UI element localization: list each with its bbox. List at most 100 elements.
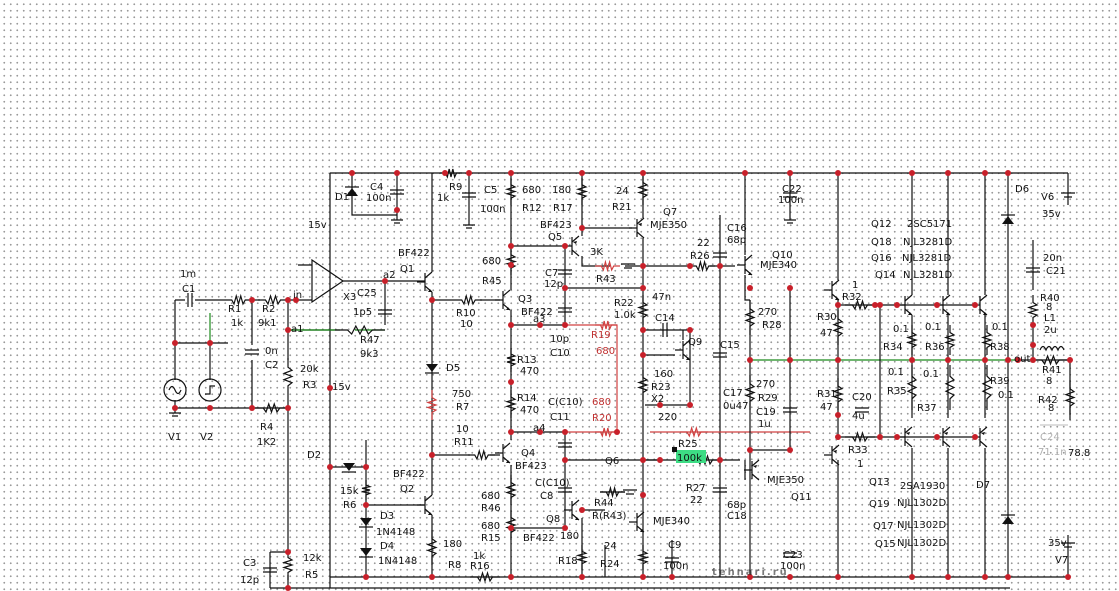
q14-ref-label[interactable]: Q14	[875, 270, 896, 281]
r24-ref-label[interactable]: R24	[600, 559, 620, 570]
r4-value-label[interactable]: 1K2	[257, 437, 276, 448]
r8-ref-label[interactable]: R8	[448, 560, 461, 571]
c25-value-label[interactable]: 1p5	[353, 307, 372, 318]
q15-value-label[interactable]: NJL1302D	[897, 538, 946, 549]
c10-value-label[interactable]: 10p	[550, 334, 569, 345]
r41-ref-label[interactable]: R41	[1042, 365, 1062, 376]
c25-ref-label[interactable]: C25	[357, 288, 377, 299]
q3-ref-label[interactable]: Q3	[518, 294, 532, 305]
q9-ref-label[interactable]: Q9	[688, 337, 702, 348]
r40-value-label[interactable]: 8	[1046, 302, 1052, 313]
c20-ref-label[interactable]: C20	[852, 392, 872, 403]
c24-value-label[interactable]: 71.1n	[1038, 447, 1067, 458]
r45-value-label[interactable]: 680	[482, 256, 501, 267]
r45-ref-label[interactable]: R45	[482, 276, 502, 287]
r19-value-label[interactable]: 680	[596, 346, 615, 357]
c18-value-label[interactable]: 68p	[727, 500, 746, 511]
r18-value-label[interactable]: 180	[560, 531, 579, 542]
r3-ref-label[interactable]: R3	[303, 380, 316, 391]
q19-ref-label[interactable]: Q19	[869, 499, 890, 510]
c2-ref-label[interactable]: C2	[265, 360, 278, 371]
q13-value-label[interactable]: 2SA1930	[900, 481, 945, 492]
r24-value-label[interactable]: 24	[604, 541, 617, 552]
q17-ref-label[interactable]: Q17	[873, 521, 894, 532]
q16-value-label[interactable]: NJL3281D	[902, 253, 951, 264]
r42-ref-label[interactable]: R42	[1038, 395, 1058, 406]
x2-value-label[interactable]: 220	[658, 412, 677, 423]
c14-ref-label[interactable]: C14	[655, 313, 675, 324]
c3-ref-label[interactable]: C3	[243, 558, 256, 569]
r47-value-label[interactable]: 9k3	[360, 349, 379, 360]
c17-value-label[interactable]: 0u47	[723, 401, 748, 412]
c15-ref-label[interactable]: C15	[720, 340, 740, 351]
r9-ref-label[interactable]: R9	[449, 182, 462, 193]
c5-ref-label[interactable]: C5	[484, 185, 497, 196]
c4-value-label[interactable]: 100n	[366, 193, 391, 204]
r25-ref-label[interactable]: R25	[678, 439, 698, 450]
v6-value-label[interactable]: 35v	[1042, 209, 1061, 220]
c19-ref-label[interactable]: C19	[756, 407, 776, 418]
c22-ref-label[interactable]: C22	[782, 184, 802, 195]
r39-ref-label[interactable]: R39	[990, 376, 1010, 387]
r43-ref-label[interactable]: R43	[596, 274, 616, 285]
x2-ref-label[interactable]: X2	[651, 394, 664, 405]
r37-ref-label[interactable]: R37	[917, 403, 937, 414]
r27-ref-label[interactable]: R27	[686, 483, 706, 494]
r21-value-label[interactable]: 24	[616, 186, 629, 197]
q7-ref-label[interactable]: Q7	[663, 207, 677, 218]
v6-ref-label[interactable]: V6	[1041, 192, 1054, 203]
r6-value-label[interactable]: 15k	[340, 486, 359, 497]
r23-value-label[interactable]: 160	[654, 369, 673, 380]
r29-value-label[interactable]: 270	[756, 379, 775, 390]
c10-ref-label[interactable]: C10	[550, 348, 570, 359]
c24-ref-label[interactable]: C24	[1040, 432, 1060, 443]
v2-ref-label[interactable]: V2	[200, 432, 213, 443]
d3-value-label[interactable]: 1N4148	[376, 527, 415, 538]
r25-value-label[interactable]: 100k	[677, 453, 702, 464]
r12-ref-label[interactable]: R12	[522, 203, 542, 214]
c21-value-label[interactable]: 20n	[1043, 253, 1062, 264]
r10-value-label[interactable]: 10	[460, 319, 473, 330]
c1-value-label[interactable]: 1m	[180, 269, 196, 280]
r46-ref-label[interactable]: R46	[481, 503, 501, 514]
r4-ref-label[interactable]: R4	[260, 422, 273, 433]
q17-value-label[interactable]: NJL1302D	[897, 520, 946, 531]
c20-value-label[interactable]: 4u	[852, 411, 865, 422]
d5-ref-label[interactable]: D5	[446, 363, 460, 374]
c1-ref-label[interactable]: C1	[182, 284, 195, 295]
r21-ref-label[interactable]: R21	[612, 202, 632, 213]
r41-value-label[interactable]: 8	[1046, 376, 1052, 387]
r46-value-label[interactable]: 680	[481, 491, 500, 502]
r26-ref-label[interactable]: R26	[690, 251, 710, 262]
r11-ref-label[interactable]: R11	[454, 437, 474, 448]
q8-value-label[interactable]: BF422	[523, 533, 555, 544]
c8-value-label[interactable]: C(C10)	[535, 478, 570, 489]
c5-value-label[interactable]: 100n	[480, 204, 505, 215]
v1-ref-label[interactable]: V1	[168, 432, 181, 443]
c9-value-label[interactable]: 100n	[663, 561, 688, 572]
q6-ref-label[interactable]: Q6	[605, 456, 619, 467]
d1-ref-label[interactable]: D1	[335, 192, 349, 203]
r26-value-label[interactable]: 22	[697, 238, 710, 249]
r19-ref-label[interactable]: R19	[591, 330, 611, 341]
r33-ref-label[interactable]: R33	[848, 445, 868, 456]
q10-value-label[interactable]: MJE340	[760, 260, 797, 271]
r20-ref-label[interactable]: R20	[592, 413, 612, 424]
r39-value-label[interactable]: 0.1	[998, 390, 1014, 401]
r2-ref-label[interactable]: R2	[262, 304, 275, 315]
r35-ref-label[interactable]: R35	[887, 386, 907, 397]
wire[interactable]	[250, 299, 312, 408]
q8-ref-label[interactable]: Q8	[546, 514, 560, 525]
r18-ref-label[interactable]: R18	[558, 556, 578, 567]
c4-ref-label[interactable]: C4	[370, 182, 383, 193]
c9-ref-label[interactable]: C9	[668, 540, 681, 551]
c21-ref-label[interactable]: C21	[1046, 266, 1066, 277]
r32-value-label[interactable]: 1	[852, 280, 858, 291]
c23-ref-label[interactable]: C23	[783, 550, 803, 561]
r28-value-label[interactable]: 270	[758, 307, 777, 318]
c17-ref-label[interactable]: C17	[723, 388, 743, 399]
q12-ref-label[interactable]: Q12	[871, 219, 892, 230]
r34-value-label[interactable]: 0.1	[893, 324, 909, 335]
r40-ref-label[interactable]: R40	[1040, 293, 1060, 304]
q4-value-label[interactable]: BF423	[515, 461, 547, 472]
